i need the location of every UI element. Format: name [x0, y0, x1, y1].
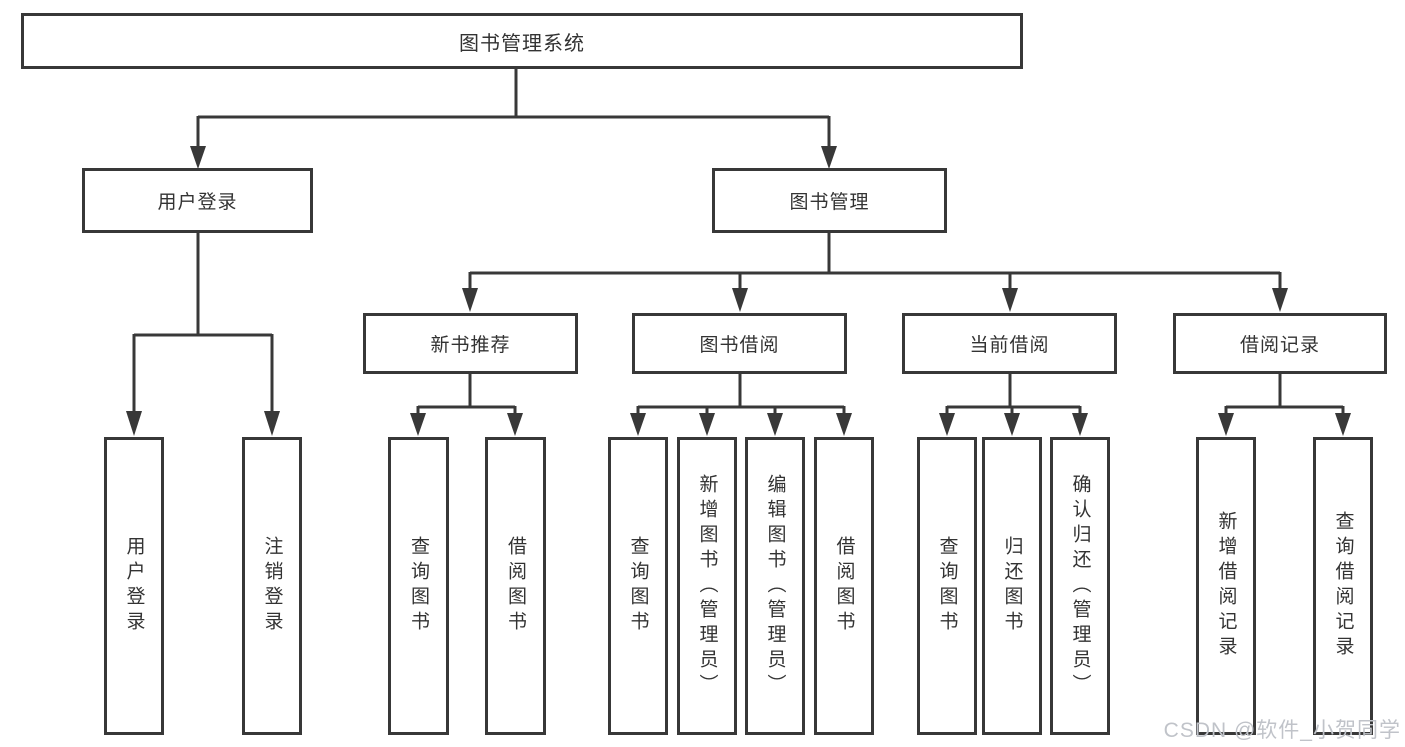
node-newbook-query: 查询图书	[388, 437, 449, 735]
node-current-borrow: 当前借阅	[902, 313, 1117, 374]
node-logout-label: 注销登录	[261, 536, 283, 636]
node-book-borrow: 图书借阅	[632, 313, 847, 374]
node-root: 图书管理系统	[21, 13, 1023, 69]
node-login-action-label: 用户登录	[123, 536, 145, 636]
node-borrow-add-admin-label: 新增图书（管理员）	[696, 473, 718, 699]
node-newbook-borrow: 借阅图书	[485, 437, 546, 735]
node-borrow-query-label: 查询图书	[627, 536, 649, 636]
node-record-add-label: 新增借阅记录	[1215, 511, 1237, 661]
watermark: CSDN @软件_小贺同学	[1163, 719, 1401, 742]
node-current-return: 归还图书	[982, 437, 1042, 735]
node-record-add: 新增借阅记录	[1196, 437, 1256, 735]
node-user-login-label: 用户登录	[157, 192, 238, 213]
node-current-borrow-label: 当前借阅	[969, 335, 1050, 356]
node-current-query: 查询图书	[917, 437, 977, 735]
node-new-book-recommend: 新书推荐	[363, 313, 578, 374]
node-borrow-borrow-label: 借阅图书	[833, 536, 855, 636]
node-borrow-records: 借阅记录	[1173, 313, 1387, 374]
node-borrow-borrow: 借阅图书	[814, 437, 874, 735]
node-current-query-label: 查询图书	[936, 536, 958, 636]
node-borrow-query: 查询图书	[608, 437, 668, 735]
node-newbook-query-label: 查询图书	[408, 536, 429, 636]
node-book-management: 图书管理	[712, 168, 947, 233]
node-logout: 注销登录	[242, 437, 302, 735]
node-borrow-edit-admin-label: 编辑图书（管理员）	[764, 473, 786, 699]
node-borrow-edit-admin: 编辑图书（管理员）	[745, 437, 805, 735]
node-login-action: 用户登录	[104, 437, 164, 735]
node-book-borrow-label: 图书借阅	[699, 335, 780, 356]
node-record-query: 查询借阅记录	[1313, 437, 1373, 735]
node-borrow-records-label: 借阅记录	[1239, 335, 1320, 356]
node-current-confirm-admin-label: 确认归还（管理员）	[1069, 473, 1091, 699]
node-newbook-borrow-label: 借阅图书	[505, 536, 526, 636]
node-book-management-label: 图书管理	[789, 192, 870, 213]
node-user-login: 用户登录	[82, 168, 313, 233]
node-root-label: 图书管理系统	[459, 32, 585, 55]
node-borrow-add-admin: 新增图书（管理员）	[677, 437, 737, 735]
node-record-query-label: 查询借阅记录	[1332, 511, 1354, 661]
node-new-book-recommend-label: 新书推荐	[430, 335, 511, 356]
node-current-confirm-admin: 确认归还（管理员）	[1050, 437, 1110, 735]
node-current-return-label: 归还图书	[1001, 536, 1023, 636]
